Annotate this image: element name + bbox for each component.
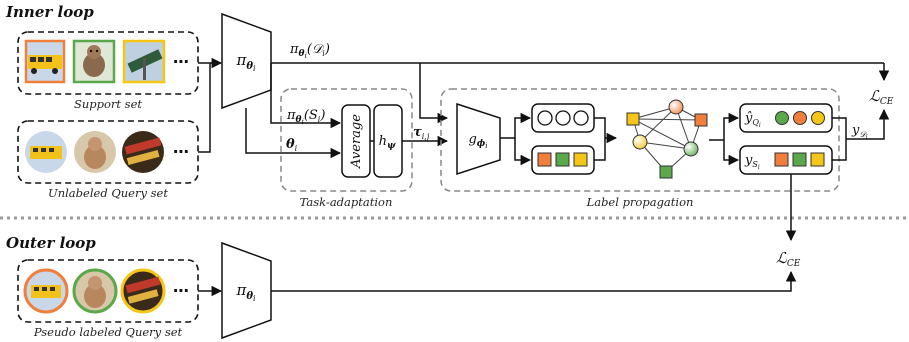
pi-S-arrow <box>270 63 342 129</box>
query-image-sign <box>122 131 164 173</box>
graph-to-yQ-arrow <box>709 112 740 141</box>
pseudo-image-sign <box>120 268 166 314</box>
pseudo-ellipsis: ⋯ <box>173 281 189 300</box>
label-propagation-box <box>440 88 840 192</box>
outer-loop-title: Outer loop <box>6 234 96 252</box>
query-embedding-box <box>531 103 595 133</box>
y-D-to-loss-arrow <box>846 108 890 140</box>
theta-arrow <box>245 108 342 159</box>
gphi-to-query-feat-arrow <box>500 112 532 139</box>
support-embedding-box <box>531 145 595 175</box>
query-set-caption: Unlabeled Query set <box>48 186 168 200</box>
graph-node-query-green <box>683 141 699 157</box>
graph-node-query-yellow <box>632 134 648 150</box>
support-ellipsis: ⋯ <box>173 52 189 71</box>
graph-node-support-orange <box>694 113 708 127</box>
tau-label: τi,j <box>413 125 430 141</box>
pi-D-to-gphi-arrow <box>419 63 449 124</box>
average-label: Average <box>349 114 364 169</box>
support-image-sign <box>122 39 166 84</box>
query-ellipsis: ⋯ <box>173 142 189 161</box>
outer-loss: ℒCE <box>776 249 801 269</box>
pseudo-labeled-caption: Pseudo labeled Query set <box>33 325 183 339</box>
label-propagation-caption: Label propagation <box>586 195 694 209</box>
support-set-box: ⋯ <box>17 31 199 95</box>
query-image-dog <box>74 131 116 173</box>
g-phi-module: gϕi <box>456 102 501 176</box>
support-feat-to-graph-line <box>594 138 606 161</box>
sets-join-line <box>198 62 211 153</box>
h-psi-module: hψ <box>373 104 403 178</box>
query-image-bus <box>25 131 67 173</box>
inner-loop-title: Inner loop <box>5 3 94 21</box>
graph-to-yS-arrow <box>723 140 740 166</box>
graph-node-support-green <box>659 165 673 179</box>
theta-label: θi <box>286 137 298 153</box>
predicted-query-labels-box: ŷQi <box>739 103 833 133</box>
gphi-to-support-feat-arrow <box>514 138 532 166</box>
support-image-dog <box>72 39 116 84</box>
pi-D-label: πθi(𝒟i) <box>289 42 330 60</box>
task-adaptation-caption: Task-adaptation <box>300 195 393 209</box>
task-adaptation-box <box>280 88 413 192</box>
encoder-outer-to-loss-arrow <box>271 270 797 292</box>
query-set-box: ⋯ <box>17 120 199 184</box>
encoder-outer: πθi <box>221 241 272 340</box>
pseudo-image-dog <box>72 268 118 314</box>
graph-node-query-orange <box>668 99 684 115</box>
support-set-caption: Support set <box>74 97 142 111</box>
query-feat-to-graph-arrow <box>594 117 618 144</box>
graph-node-support-yellow <box>626 112 640 126</box>
average-module: Average <box>341 104 371 178</box>
pseudo-labeled-set-box: ⋯ <box>17 259 199 323</box>
pseudo-image-bus <box>23 268 69 314</box>
inner-loss: ℒCE <box>869 87 894 107</box>
support-image-bus <box>24 39 66 84</box>
encoder-inner: πθi <box>221 12 272 110</box>
propagation-graph <box>626 99 708 179</box>
support-labels-box: ySi <box>739 145 833 175</box>
